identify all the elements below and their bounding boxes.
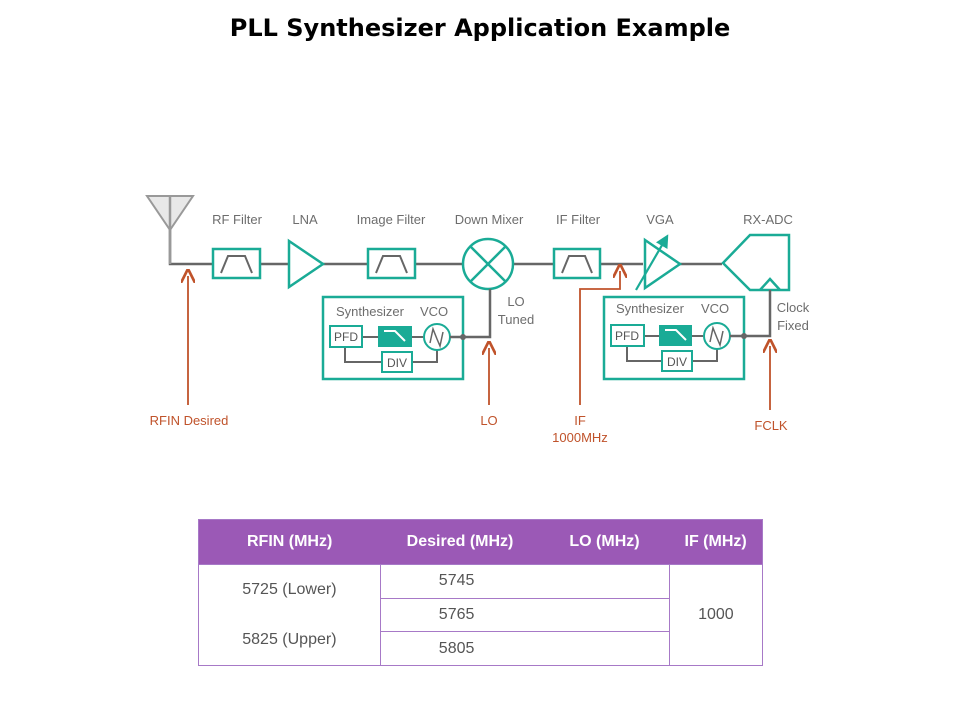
table-row: 5765 [199, 597, 763, 633]
desired-cell: 5745 [379, 564, 670, 599]
synth2-vco-label: VCO [701, 301, 729, 316]
rfin-cell: 5725 (Lower) 5825 (Upper) [198, 564, 381, 666]
down-mixer-label: Down Mixer [455, 212, 524, 227]
image-filter-label: Image Filter [357, 212, 426, 227]
lo-tuned-label-2: Tuned [498, 312, 534, 327]
synth2-pfd-label: PFD [615, 329, 639, 343]
table-row: 5725 (Lower) 5825 (Upper) 5745 1000 [198, 564, 764, 666]
synth1-vco-label: VCO [420, 304, 448, 319]
image-filter-block: Image Filter [357, 212, 426, 280]
loop-filter-icon [659, 325, 692, 346]
clock-fixed-label-2: Fixed [777, 318, 809, 333]
synth1-pfd-label: PFD [334, 330, 358, 344]
synth2-div-label: DIV [667, 355, 687, 369]
synth1-div-label: DIV [387, 356, 407, 370]
synthesizer-lo: Synthesizer VCO PFD DIV LO Tuned [321, 289, 534, 381]
rf-filter-block: RF Filter [211, 212, 263, 280]
loop-filter-icon [378, 326, 412, 347]
lo-tuned-label-1: LO [507, 294, 524, 309]
if-freq-label: 1000MHz [552, 430, 608, 445]
if-cell: 1000 [668, 564, 764, 666]
lna-label: LNA [292, 212, 318, 227]
lo-label: LO [480, 413, 497, 428]
block-diagram: RF Filter LNA Image Filter Down Mixer IF… [145, 195, 810, 445]
table-header-row: RFIN (MHz) Desired (MHz) LO (MHz) IF (MH… [198, 519, 763, 565]
vga-block: VGA [635, 212, 683, 291]
page-title: PLL Synthesizer Application Example [229, 14, 731, 42]
header-rfin: RFIN (MHz) [198, 519, 381, 565]
fclk-label: FCLK [754, 418, 788, 433]
vga-label: VGA [646, 212, 674, 227]
desired-cell: 5805 [379, 631, 670, 666]
if-filter-block: IF Filter [552, 212, 602, 280]
if-arrow-icon [579, 271, 620, 405]
rfin-lower: 5725 (Lower) [242, 581, 337, 598]
desired-cell: 5765 [379, 597, 670, 633]
frequency-plan-table: RFIN (MHz) Desired (MHz) LO (MHz) IF (MH… [198, 519, 764, 666]
table-row: 5805 [199, 631, 763, 666]
synth1-title: Synthesizer [336, 304, 405, 319]
lna-block: LNA [287, 212, 326, 290]
antenna-icon [145, 195, 195, 264]
rx-adc-label: RX-ADC [743, 212, 793, 227]
synth2-title: Synthesizer [616, 301, 685, 316]
rfin-upper: 5825 (Upper) [242, 631, 337, 648]
rx-adc-block: RX-ADC [721, 212, 793, 292]
header-if: IF (MHz) [669, 519, 763, 565]
rf-filter-label: RF Filter [212, 212, 263, 227]
if-label: IF [574, 413, 586, 428]
variable-gain-arrow-icon [635, 234, 669, 291]
header-lo: LO (MHz) [539, 519, 670, 565]
clock-fixed-label-1: Clock [777, 300, 810, 315]
synthesizer-clock: Synthesizer VCO PFD DIV Clock Fixed [602, 290, 810, 381]
rfin-desired-label: RFIN Desired [150, 413, 229, 428]
if-filter-label: IF Filter [556, 212, 601, 227]
down-mixer-block: Down Mixer [455, 212, 524, 291]
header-desired: Desired (MHz) [380, 519, 540, 565]
